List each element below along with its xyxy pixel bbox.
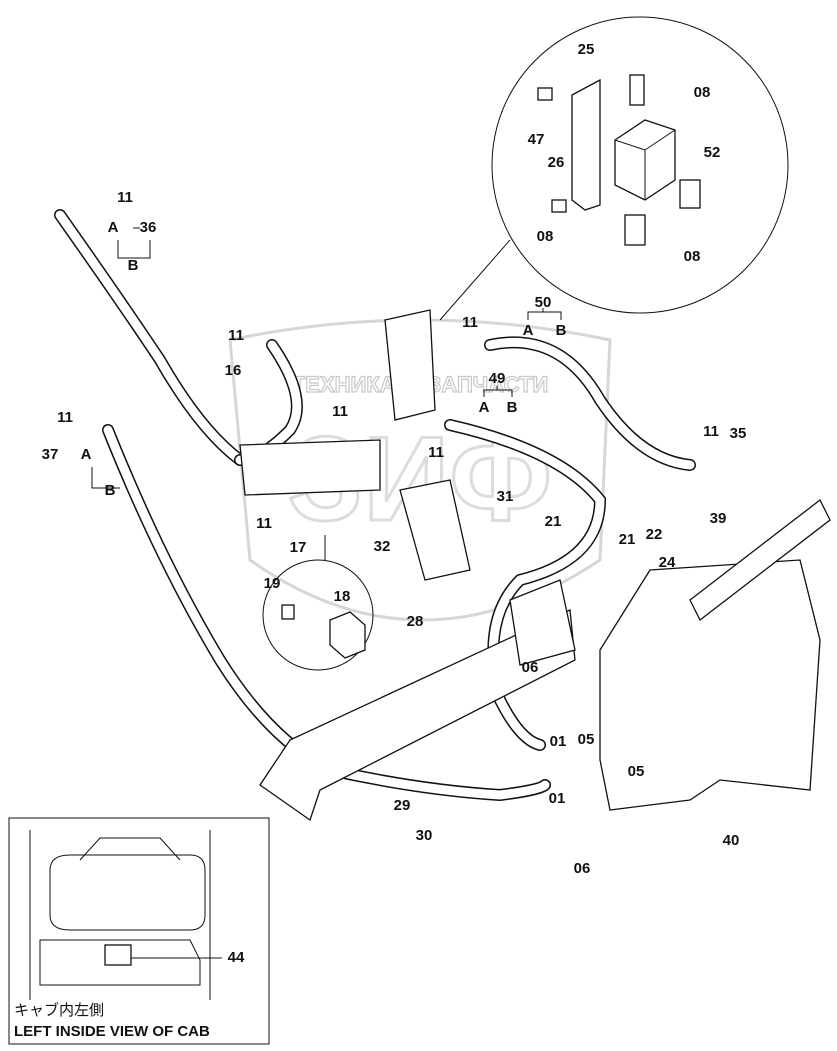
part-label: A	[108, 219, 119, 236]
part-label: 39	[710, 510, 727, 527]
valve-block	[384, 309, 436, 421]
clamp-detail	[329, 611, 366, 659]
detail-circle-clamp	[262, 559, 374, 671]
bracket-28	[259, 609, 576, 822]
part-label: 08	[694, 84, 711, 101]
part-label: A	[523, 322, 534, 339]
part-label: 24	[659, 554, 676, 571]
part-44-box	[104, 944, 132, 966]
part-label: 35	[730, 425, 747, 442]
part-label: B	[556, 322, 567, 339]
part-label: 11	[462, 314, 478, 331]
part-label: B	[105, 482, 116, 499]
part-label: 08	[537, 228, 554, 245]
part-label: 52	[704, 144, 721, 161]
part-label: 11	[57, 409, 73, 426]
inset-caption-jp: キャブ内左側	[14, 1001, 104, 1019]
part-label: 11	[256, 515, 272, 532]
part-label: 18	[334, 588, 351, 605]
part-label: 32	[374, 538, 391, 555]
part-label: 08	[684, 248, 701, 265]
control-valve	[599, 559, 821, 811]
part-label: 11	[428, 444, 444, 461]
part-label: 19	[264, 575, 281, 592]
part-label: 16	[225, 362, 242, 379]
part-label: 25	[578, 41, 595, 58]
detail-circle-valve	[491, 16, 789, 314]
cab-drawing	[29, 830, 211, 1000]
part-label: 05	[628, 763, 645, 780]
part-label: A	[479, 399, 490, 416]
part-label: 31	[497, 488, 514, 505]
part-label: 26	[548, 154, 565, 171]
detail-pointer	[439, 239, 511, 321]
part-label: 05	[578, 731, 595, 748]
part-label: 44	[228, 949, 245, 966]
part-label: 06	[522, 659, 539, 676]
part-label: A	[81, 446, 92, 463]
part-label: 11	[228, 327, 244, 344]
part-label: 37	[42, 446, 59, 463]
part-label: 11	[117, 189, 133, 206]
part-label: B	[507, 399, 518, 416]
part-label: 22	[646, 526, 663, 543]
inset-caption-en: LEFT INSIDE VIEW OF CAB	[14, 1023, 210, 1040]
bracket-31	[399, 479, 471, 581]
part-label: 36	[140, 219, 157, 236]
part-label: 50	[535, 294, 552, 311]
part-label: 01	[549, 790, 566, 807]
part-label: B	[128, 257, 139, 274]
part-label: 21	[545, 513, 562, 530]
part-label: 17	[290, 539, 307, 556]
valve-block-detail	[537, 74, 701, 246]
pipe-35	[689, 499, 831, 621]
part-label: 49	[489, 370, 506, 387]
part-label: 47	[528, 131, 545, 148]
bolt-detail	[281, 604, 295, 620]
bracket	[509, 579, 576, 666]
part-label: 30	[416, 827, 433, 844]
part-label: 40	[723, 832, 740, 849]
part-label: 28	[407, 613, 424, 630]
inset-frame	[8, 817, 270, 1045]
part-label: 11	[703, 423, 719, 440]
part-label: 06	[574, 860, 591, 877]
part-label: 21	[619, 531, 636, 548]
part-label: 29	[394, 797, 411, 814]
part-label: 01	[550, 733, 567, 750]
pipe-17	[239, 439, 381, 496]
part-label: 11	[332, 403, 348, 420]
